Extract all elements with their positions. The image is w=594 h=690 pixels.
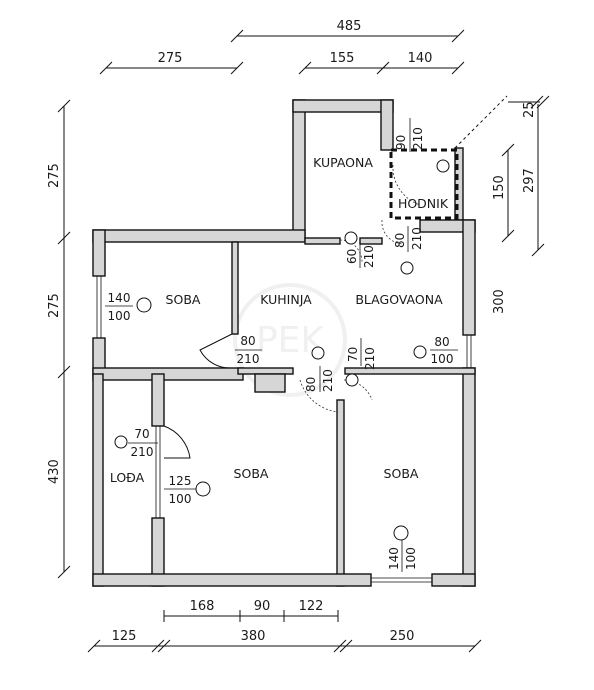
soba-c-window-w: 125 [169, 474, 192, 488]
room-soba-right: SOBA [384, 466, 419, 481]
hodnik-lower-h: 210 [410, 227, 424, 250]
dim-left-lower: 430 [47, 459, 62, 484]
dim-bottom-125: 125 [112, 629, 137, 644]
walls [92, 99, 476, 587]
dim-bottom-380: 380 [241, 629, 266, 644]
hodnik-door-h: 210 [411, 127, 425, 150]
soba-c-window-h: 100 [169, 492, 192, 506]
kuhinja-door-w: 80 [240, 334, 255, 348]
kupaona-door-h: 210 [362, 245, 376, 268]
dim-left-upper: 275 [47, 163, 62, 188]
room-soba-top-left: SOBA [166, 292, 201, 307]
soba-window-h: 100 [108, 309, 131, 323]
dim-bottom-250: 250 [390, 629, 415, 644]
diagonal-dash [454, 95, 508, 149]
kuhinja-door-h: 210 [237, 352, 260, 366]
dim-top-corner: 25 [522, 101, 537, 118]
dim-top-total: 485 [337, 19, 362, 34]
hodnik-lower-w: 80 [393, 233, 407, 248]
dim-bottom-168: 168 [190, 599, 215, 614]
dim-right-300: 300 [492, 289, 507, 314]
door-swings [163, 164, 421, 459]
soba-window-w: 140 [108, 291, 131, 305]
loda-door-w: 70 [134, 427, 149, 441]
room-loda: LOĐA [110, 470, 145, 485]
dimension-lines: 485 275 155 140 25 275 275 430 150 297 [47, 19, 550, 653]
soba-r-window-w: 140 [387, 547, 401, 570]
right-door-h: 210 [363, 347, 377, 370]
dim-right-150: 150 [492, 175, 507, 200]
blag-window-h: 100 [431, 352, 454, 366]
room-soba-center: SOBA [234, 466, 269, 481]
blag-window-w: 80 [434, 335, 449, 349]
dim-top-left: 275 [158, 51, 183, 66]
room-kupaona: KUPAONA [313, 155, 373, 170]
dim-top-mid: 155 [330, 51, 355, 66]
center-door-h: 210 [321, 369, 335, 392]
loda-door-h: 210 [131, 445, 154, 459]
room-hodnik: HODNIK [398, 196, 449, 211]
windows [96, 276, 472, 583]
hodnik-door-w: 90 [394, 135, 408, 150]
room-blagovaona: BLAGOVAONA [355, 292, 443, 307]
opening-markers: 90 210 80 210 60 210 140 100 80 210 80 2… [105, 118, 458, 572]
right-door-w: 70 [346, 347, 360, 362]
center-door-w: 80 [304, 377, 318, 392]
room-kuhinja: KUHINJA [260, 292, 312, 307]
kupaona-door-w: 60 [345, 249, 359, 264]
hodnik-outline [389, 148, 459, 220]
dim-left-middle: 275 [47, 293, 62, 318]
dim-right-297: 297 [522, 168, 537, 193]
room-labels: KUPAONA HODNIK SOBA KUHINJA BLAGOVAONA L… [110, 155, 449, 485]
dim-bottom-122: 122 [299, 599, 324, 614]
dim-top-right: 140 [408, 51, 433, 66]
soba-r-window-h: 100 [404, 547, 418, 570]
dim-bottom-90: 90 [254, 599, 271, 614]
